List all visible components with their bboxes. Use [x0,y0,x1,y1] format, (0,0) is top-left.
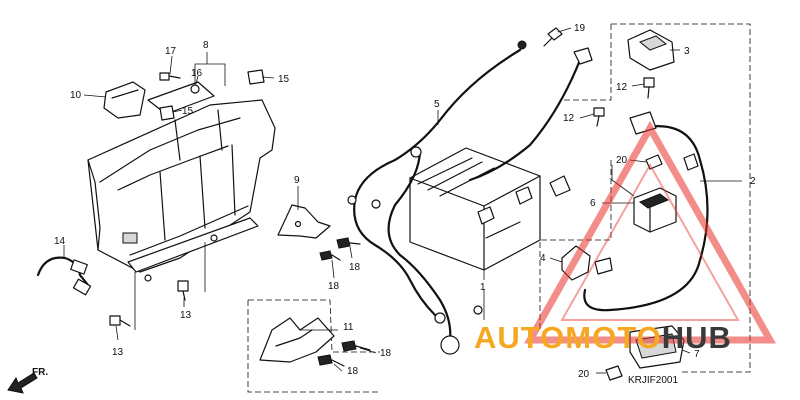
callout-labels: 17 8 16 15 10 15 9 14 13 13 13 18 18 11 … [54,23,756,386]
callout-18-c: 18 [380,348,392,359]
callout-5: 5 [434,99,440,110]
cable-5 [353,48,522,317]
watermark: AUTOMOTOHUB [474,120,777,355]
callout-1: 1 [480,282,486,293]
bolt-17 [159,72,181,81]
screw-18-upper [336,237,361,249]
callout-15-upper: 15 [278,74,290,85]
bolt-13-right [177,280,189,301]
watermark-part1: AUTO [474,320,565,355]
clip-15-upper [247,69,265,85]
bracket-9 [277,204,331,239]
callout-7: 7 [694,349,700,360]
callout-18-b: 18 [328,281,340,292]
detail-box-11 [247,299,380,393]
terminal-19-end [517,40,527,50]
callout-11: 11 [343,322,354,333]
cable-2 [583,124,709,312]
watermark-part2: MOTO [565,320,661,355]
callout-4: 4 [540,253,546,264]
callout-19: 19 [574,23,586,34]
watermark-triangle-outer [523,120,777,344]
callout-16: 16 [191,68,203,79]
callout-15-lower: 15 [182,106,194,117]
front-direction-arrow: FR. [7,367,48,394]
callout-20-upper: 20 [616,155,628,166]
terminal-lug [573,47,593,65]
washer-16 [190,84,200,94]
watermark-logo: AUTOMOTOHUB [474,320,732,355]
callout-13-right: 13 [180,310,192,321]
diagram-code: KRJIF2001 [628,375,678,386]
callout-6: 6 [590,198,596,209]
fuse-20-lower [605,365,623,381]
watermark-triangle-inner [560,162,740,321]
callout-14: 14 [54,236,66,247]
callout-2: 2 [750,176,756,187]
watermark-part3: HUB [662,320,732,355]
callout-18-d: 18 [347,366,359,377]
direction-label: FR. [32,367,48,378]
battery-cover-clip [103,81,146,119]
bolt-13-left [109,315,131,327]
callout-12-right: 12 [616,82,628,93]
screw-18-detail-b [317,354,345,367]
starter-relay-6 [633,187,677,233]
battery [409,147,541,271]
bolt-12-center [593,107,605,127]
bracket-11 [259,317,335,363]
callout-18-a: 18 [349,262,361,273]
callout-13-left: 13 [112,347,124,358]
terminal-cap [440,335,460,355]
screw-18-detail-a [341,340,371,352]
leader-lines [63,27,742,374]
fuse-20-upper [645,154,663,170]
bolt-12-right [643,77,655,99]
clip-15-lower [159,105,175,121]
callout-20-lower: 20 [578,369,590,380]
screw-18-lower [319,250,341,261]
callout-10: 10 [70,90,82,101]
battery-box [87,81,276,282]
callout-8: 8 [203,40,209,51]
callout-3: 3 [684,46,690,57]
callout-9: 9 [294,175,300,186]
callout-12-center: 12 [563,113,575,124]
callout-17: 17 [165,46,177,57]
bolt-19 [543,27,563,47]
